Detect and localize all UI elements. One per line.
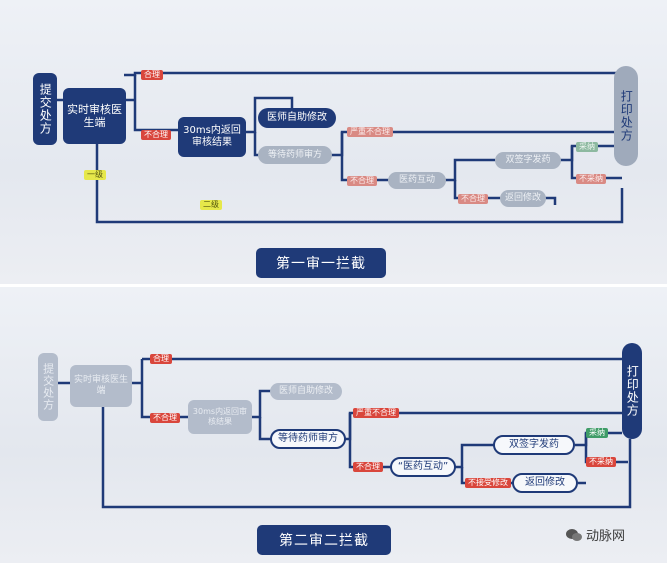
- doctor-self-edit-node-2: 医师自助修改: [270, 383, 342, 400]
- pharm-interaction-node-2: “医药互动”: [390, 457, 456, 477]
- tag-not-accept-2: 不采纳: [586, 457, 616, 467]
- tag-unreasonable: 不合理: [458, 194, 488, 204]
- panel-divider: [0, 284, 667, 287]
- tag-level-1: 一级: [84, 170, 106, 180]
- submit-prescription-node-2: 提交处方: [38, 353, 58, 421]
- tag-accept: 采纳: [576, 142, 598, 152]
- tag-fail: 不合理: [141, 130, 171, 140]
- tag-level-2: 二级: [200, 200, 222, 210]
- print-prescription-node: 打印处方: [614, 66, 638, 166]
- print-prescription-node-2: 打印处方: [622, 343, 642, 439]
- tag-not-accept: 不采纳: [576, 174, 606, 184]
- tag-no-accept-edit: 不接受修改: [465, 478, 511, 488]
- wait-pharmacist-node: 等待药师审方: [258, 146, 332, 164]
- panel-first-review: 提交处方 实时审核医生端 30ms内返回审核结果 医师自助修改 等待药师审方 医…: [0, 0, 667, 284]
- pharm-interaction-node: 医药互动: [388, 172, 446, 189]
- panel-1-caption: 第一审一拦截: [256, 248, 386, 278]
- tag-fail-3: 不合理: [353, 462, 383, 472]
- double-sign-node: 双签字发药: [495, 152, 561, 169]
- double-sign-node-2: 双签字发药: [493, 435, 575, 455]
- realtime-review-node: 实时审核医生端: [63, 88, 126, 144]
- realtime-review-node-2: 实时审核医生端: [70, 365, 132, 407]
- tag-pass: 合理: [141, 70, 163, 80]
- tag-accept-2: 采纳: [586, 428, 608, 438]
- doctor-self-edit-node: 医师自助修改: [258, 108, 336, 128]
- wait-pharmacist-node-2: 等待药师审方: [270, 429, 346, 449]
- panel-2-caption: 第二审二拦截: [257, 525, 391, 555]
- tag-fail-2: 不合理: [347, 176, 377, 186]
- watermark-text: 动脉网: [586, 529, 626, 544]
- review-result-node-2: 30ms内返回审核结果: [188, 400, 252, 434]
- tag-severe-2: 严重不合理: [353, 408, 399, 418]
- submit-prescription-node: 提交处方: [33, 73, 57, 145]
- return-edit-node-2: 返回修改: [512, 473, 578, 493]
- panel-second-review: 提交处方 实时审核医生端 30ms内返回审核结果 医师自助修改 等待药师审方 “…: [0, 287, 667, 563]
- panel-2-connectors: [56, 357, 632, 509]
- tag-severe: 严重不合理: [347, 127, 393, 137]
- review-result-node: 30ms内返回审核结果: [178, 117, 246, 157]
- return-edit-node: 返回修改: [500, 190, 546, 207]
- watermark: 动脉网: [566, 525, 625, 544]
- tag-pass-2: 合理: [150, 354, 172, 364]
- wechat-icon: [566, 528, 582, 541]
- tag-fail-2b: 不合理: [150, 413, 180, 423]
